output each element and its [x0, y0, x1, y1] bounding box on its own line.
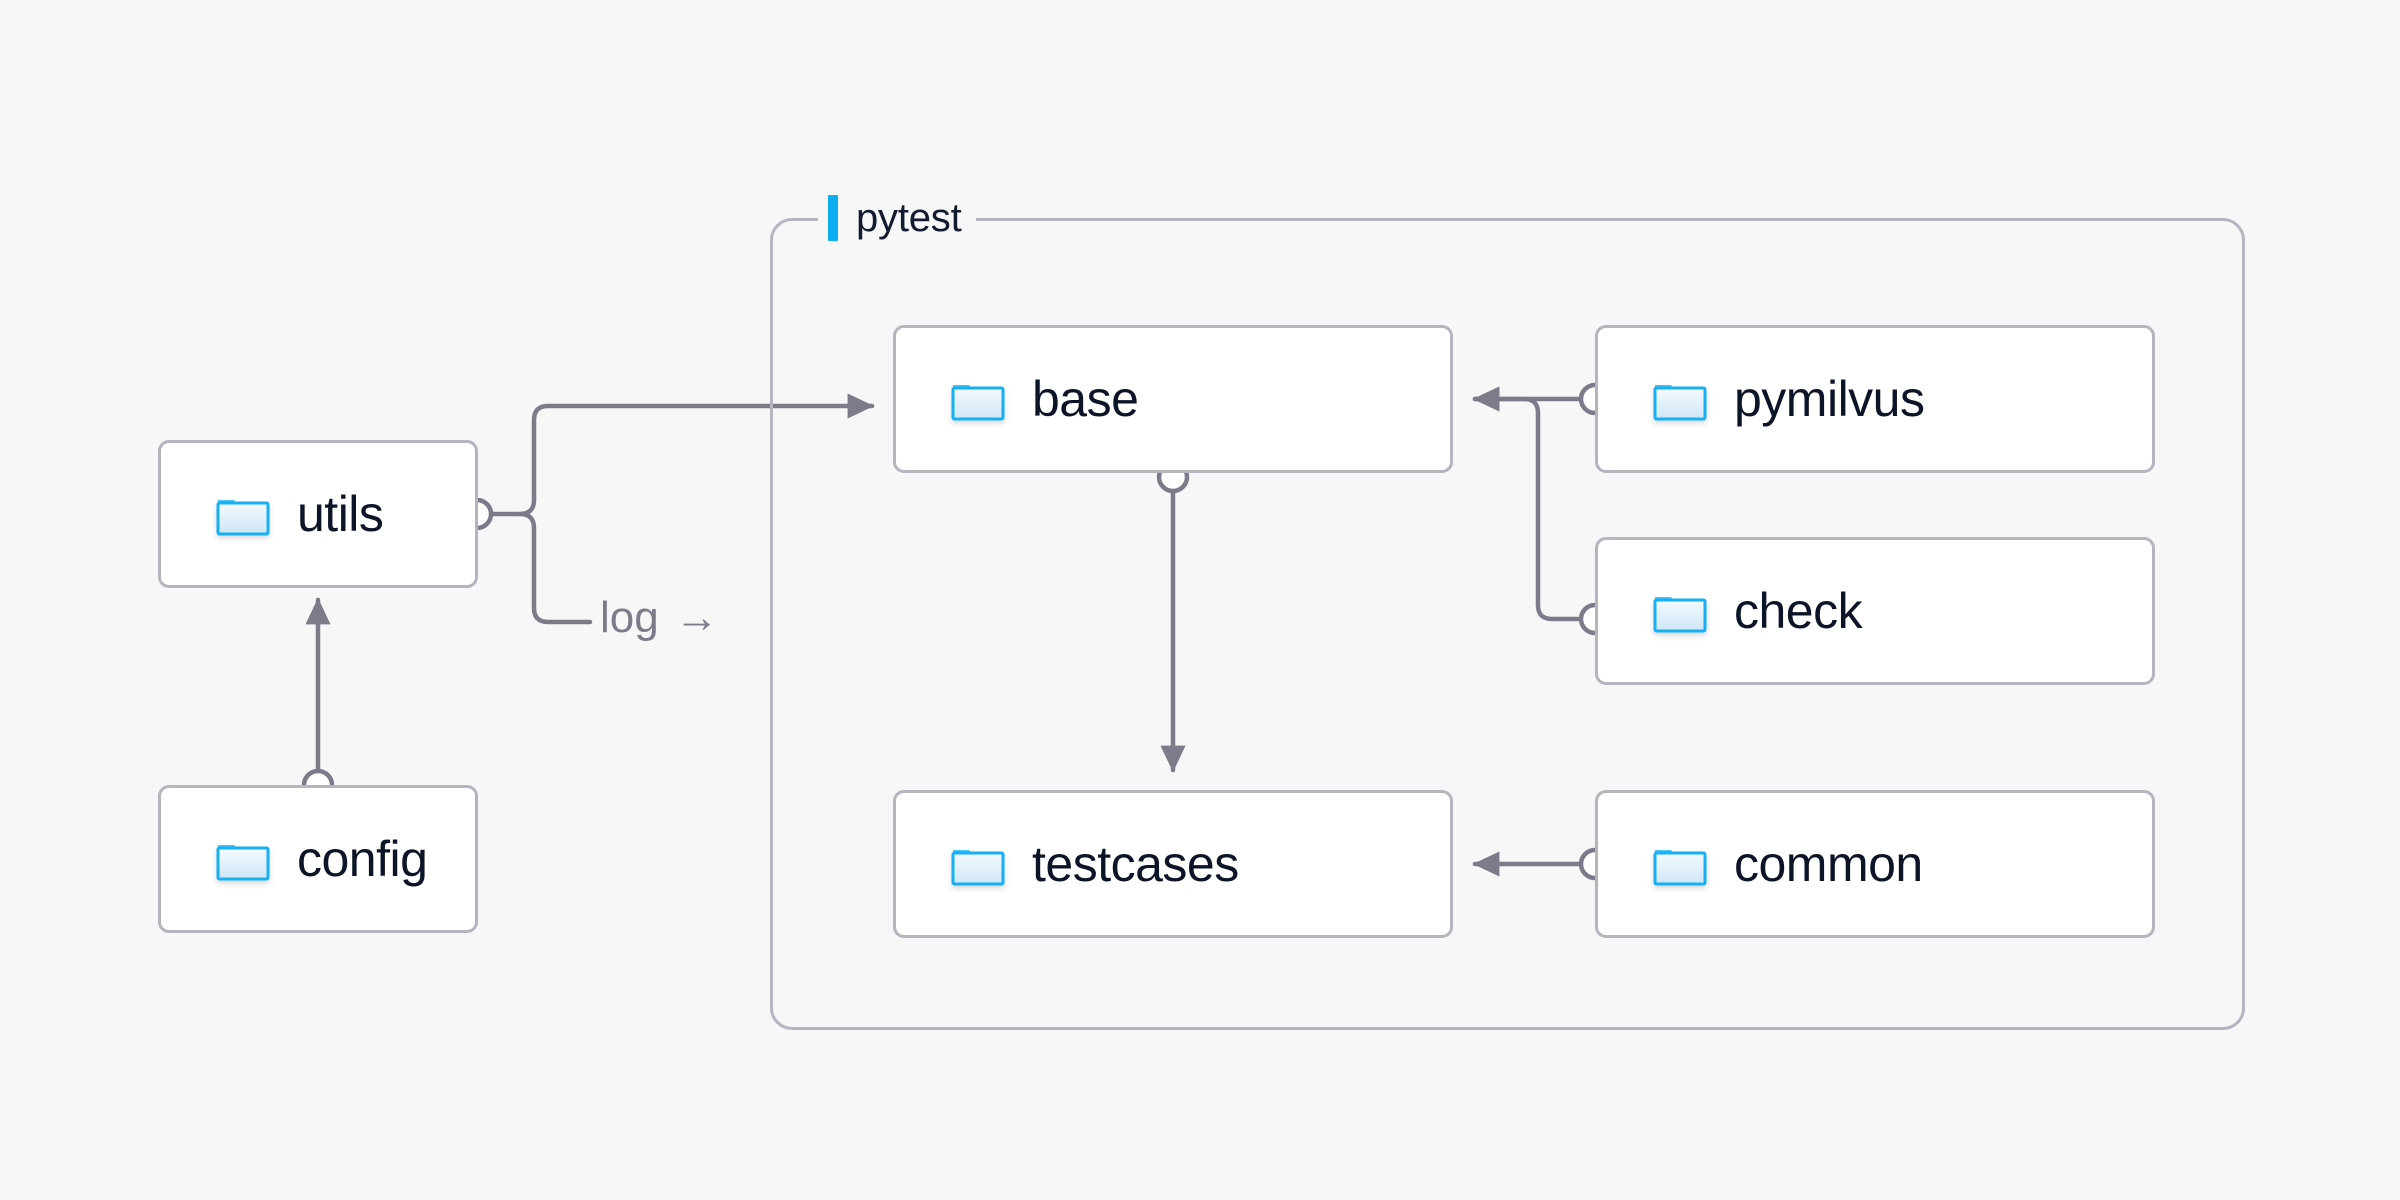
- edge-utils-to-log: [517, 511, 593, 625]
- node-pymilvus[interactable]: pymilvus: [1595, 325, 2155, 473]
- node-base[interactable]: base: [893, 325, 1453, 473]
- node-check[interactable]: check: [1595, 537, 2155, 685]
- folder-icon: [1652, 376, 1708, 422]
- node-utils[interactable]: utils: [158, 440, 478, 588]
- edge-label-log: log →: [600, 596, 719, 640]
- node-label: common: [1734, 836, 1923, 892]
- group-container-pytest[interactable]: [770, 218, 2245, 1030]
- folder-icon: [950, 376, 1006, 422]
- node-testcases[interactable]: testcases: [893, 790, 1453, 938]
- node-label: base: [1032, 371, 1139, 427]
- folder-icon: [950, 841, 1006, 887]
- node-label: config: [297, 831, 428, 887]
- folder-icon: [1652, 841, 1708, 887]
- node-common[interactable]: common: [1595, 790, 2155, 938]
- node-label: pymilvus: [1734, 371, 1925, 427]
- node-label: check: [1734, 583, 1863, 639]
- node-label: testcases: [1032, 836, 1239, 892]
- folder-icon: [215, 836, 271, 882]
- group-label-pytest: pytest: [818, 192, 976, 244]
- folder-icon: [1652, 588, 1708, 634]
- edge-label-log-text: log: [600, 593, 659, 642]
- edge-label-log-arrow-icon: →: [674, 593, 719, 642]
- node-config[interactable]: config: [158, 785, 478, 933]
- node-label: utils: [297, 486, 384, 542]
- group-accent-bar: [828, 195, 838, 241]
- group-title: pytest: [856, 196, 962, 240]
- folder-icon: [215, 491, 271, 537]
